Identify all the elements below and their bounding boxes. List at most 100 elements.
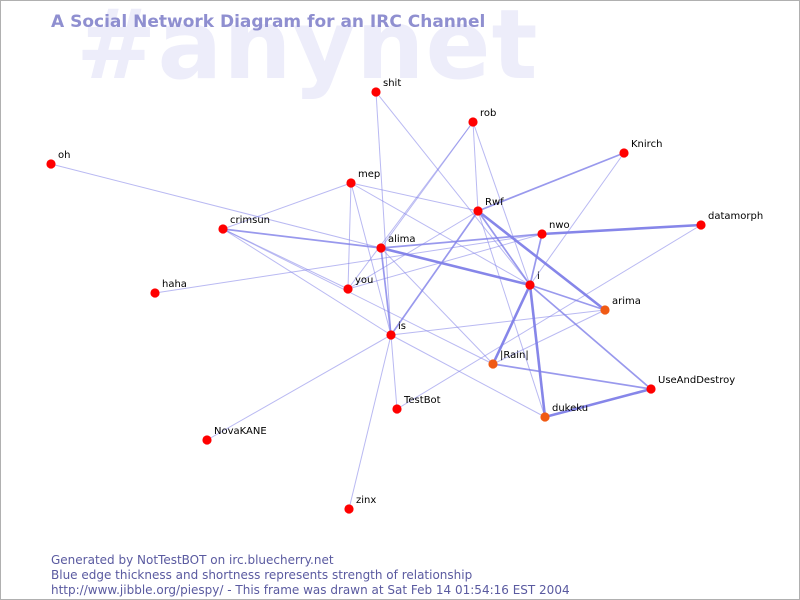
node-dot [600, 305, 610, 315]
node-dot [386, 330, 396, 340]
node-Rwf: Rwf [473, 197, 504, 216]
node-nwo: nwo [537, 220, 570, 239]
edge-rob-Rwf [472, 121, 479, 212]
edge-crimsun-is [222, 228, 392, 336]
node-label: Rwf [485, 197, 504, 208]
node-label: NovaKANE [214, 426, 267, 437]
node-dot [696, 220, 706, 230]
edge-i-UseAndDestroy [529, 284, 652, 390]
edge-Rwf-you [347, 210, 479, 290]
edge-is-TestBot [390, 334, 398, 410]
footer-url-timestamp: http://www.jibble.org/piespy/ - This fra… [51, 583, 570, 597]
edge-Rwf-i [477, 210, 531, 286]
node-dot [488, 359, 498, 369]
node-mep: mep [346, 169, 380, 188]
edge-mep-you [347, 182, 352, 290]
node-dot [537, 229, 547, 239]
edge-mep-is [350, 182, 392, 336]
node-dot [468, 117, 478, 127]
edge-nwo-i [529, 233, 543, 286]
node-dot [344, 504, 354, 514]
edge-i-dukeku [528, 284, 547, 418]
node-label: you [355, 275, 373, 286]
node-label: UseAndDestroy [658, 375, 735, 386]
node-NovaKANE: NovaKANE [202, 426, 267, 445]
node-label: mep [358, 169, 380, 180]
edge-Rwf-Knirch [477, 152, 625, 212]
edge-Rwf-dukeku [477, 210, 546, 418]
node-dot [346, 178, 356, 188]
node-label: arima [612, 296, 641, 307]
edge-alima-Rain [380, 247, 494, 365]
node-dot [392, 404, 402, 414]
node-dot [646, 384, 656, 394]
node-dot [525, 280, 535, 290]
edge-layer [50, 91, 702, 510]
edge-rob-i [472, 121, 531, 286]
edge-shit-is [375, 91, 392, 336]
edge-i-arima [529, 284, 606, 311]
node-dot [150, 288, 160, 298]
edge-haha-nwo [154, 233, 543, 294]
node-dot [619, 148, 629, 158]
edge-mep-Rwf [350, 182, 479, 212]
node-you: you [343, 275, 373, 294]
node-dot [46, 159, 56, 169]
node-label: alima [388, 234, 416, 245]
edge-Rwf-arima [477, 209, 606, 312]
edge-is-arima [390, 309, 606, 336]
node-dukeku: dukeku [540, 403, 588, 422]
edge-oh-alima [50, 163, 382, 249]
node-label: nwo [549, 220, 570, 231]
edge-is-dukeku [390, 334, 546, 418]
node-dot [343, 284, 353, 294]
node-zinx: zinx [344, 495, 376, 514]
node-label: is [398, 321, 406, 332]
edge-Rain-UseAndDestroy [492, 363, 652, 390]
node-is: is [386, 321, 406, 340]
node-crimsun: crimsun [218, 215, 270, 234]
edge-arima-Rain [492, 309, 606, 365]
edge-nwo-datamorph [541, 223, 702, 236]
edge-shit-i [375, 91, 531, 286]
footer: Generated by NotTestBOT on irc.bluecherr… [51, 553, 570, 598]
edge-is-zinx [348, 334, 392, 510]
node-alima: alima [376, 234, 416, 253]
edge-rob-you [347, 121, 474, 290]
node-label: haha [162, 279, 187, 290]
node-label: crimsun [230, 215, 270, 226]
node-label: dukeku [552, 403, 588, 414]
node-label: datamorph [708, 211, 763, 222]
node-label: oh [58, 150, 70, 161]
node-dot [202, 435, 212, 445]
node-label: i [537, 271, 540, 282]
node-UseAndDestroy: UseAndDestroy [646, 375, 735, 394]
edge-you-nwo [347, 233, 543, 290]
edge-i-Rain [491, 284, 532, 365]
node-label: zinx [356, 495, 376, 506]
node-dot [376, 243, 386, 253]
node-label: rob [480, 108, 496, 119]
edge-dukeku-UseAndDestroy [544, 387, 652, 419]
edge-TestBot-datamorph [396, 224, 702, 410]
node-i: i [525, 271, 540, 290]
edge-i-Knirch [529, 152, 625, 286]
edge-crimsun-Rain [222, 228, 494, 365]
edge-alima-is [380, 247, 392, 336]
node-label: shit [383, 78, 401, 89]
node-label: Knirch [631, 139, 662, 150]
node-shit: shit [371, 78, 401, 97]
node-rob: rob [468, 108, 496, 127]
diagram-title: A Social Network Diagram for an IRC Chan… [51, 12, 486, 32]
node-label: TestBot [403, 395, 441, 406]
node-dot [218, 224, 228, 234]
edge-crimsun-alima [222, 228, 382, 249]
node-datamorph: datamorph [696, 211, 763, 230]
node-dot [371, 87, 381, 97]
channel-watermark: #anynet [76, 0, 539, 101]
node-label: |Rain| [500, 350, 529, 361]
edge-alima-nwo [380, 233, 543, 249]
node-oh: oh [46, 150, 70, 169]
